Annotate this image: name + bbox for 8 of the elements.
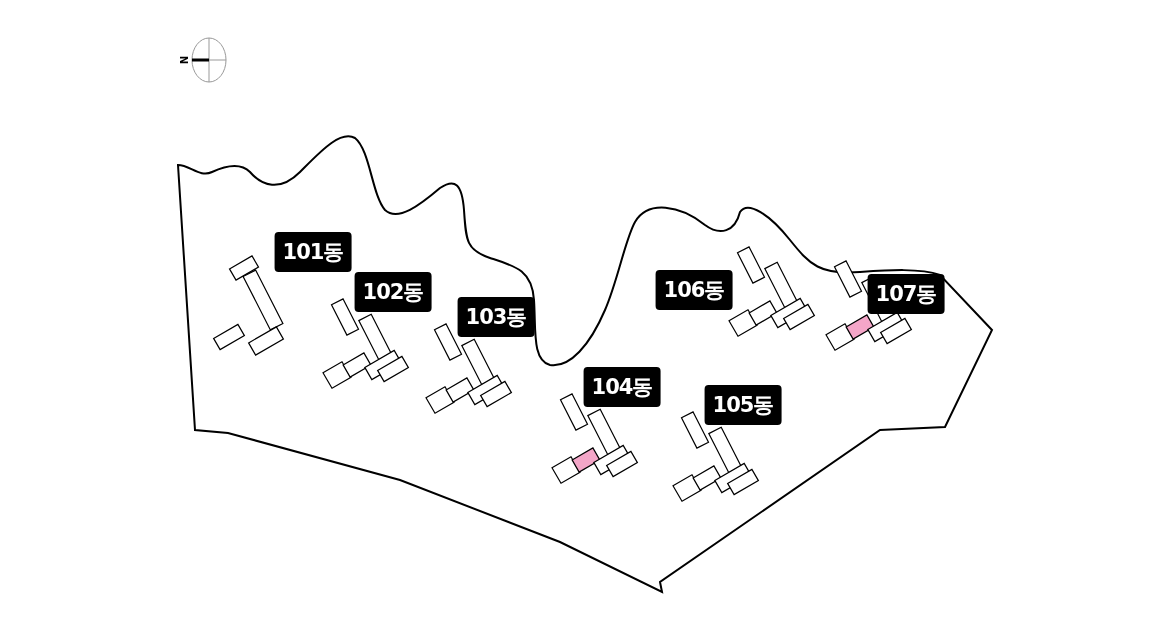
building-number-label: 106동 [655, 270, 733, 310]
building-number-label: 101동 [274, 232, 352, 272]
building-number-label: 103동 [457, 297, 535, 337]
building-number-label: 105동 [704, 385, 782, 425]
building-number-label: 104동 [583, 367, 661, 407]
north-label: N [177, 55, 189, 65]
building-number-label: 107동 [867, 274, 945, 314]
building-number-label: 102동 [354, 272, 432, 312]
